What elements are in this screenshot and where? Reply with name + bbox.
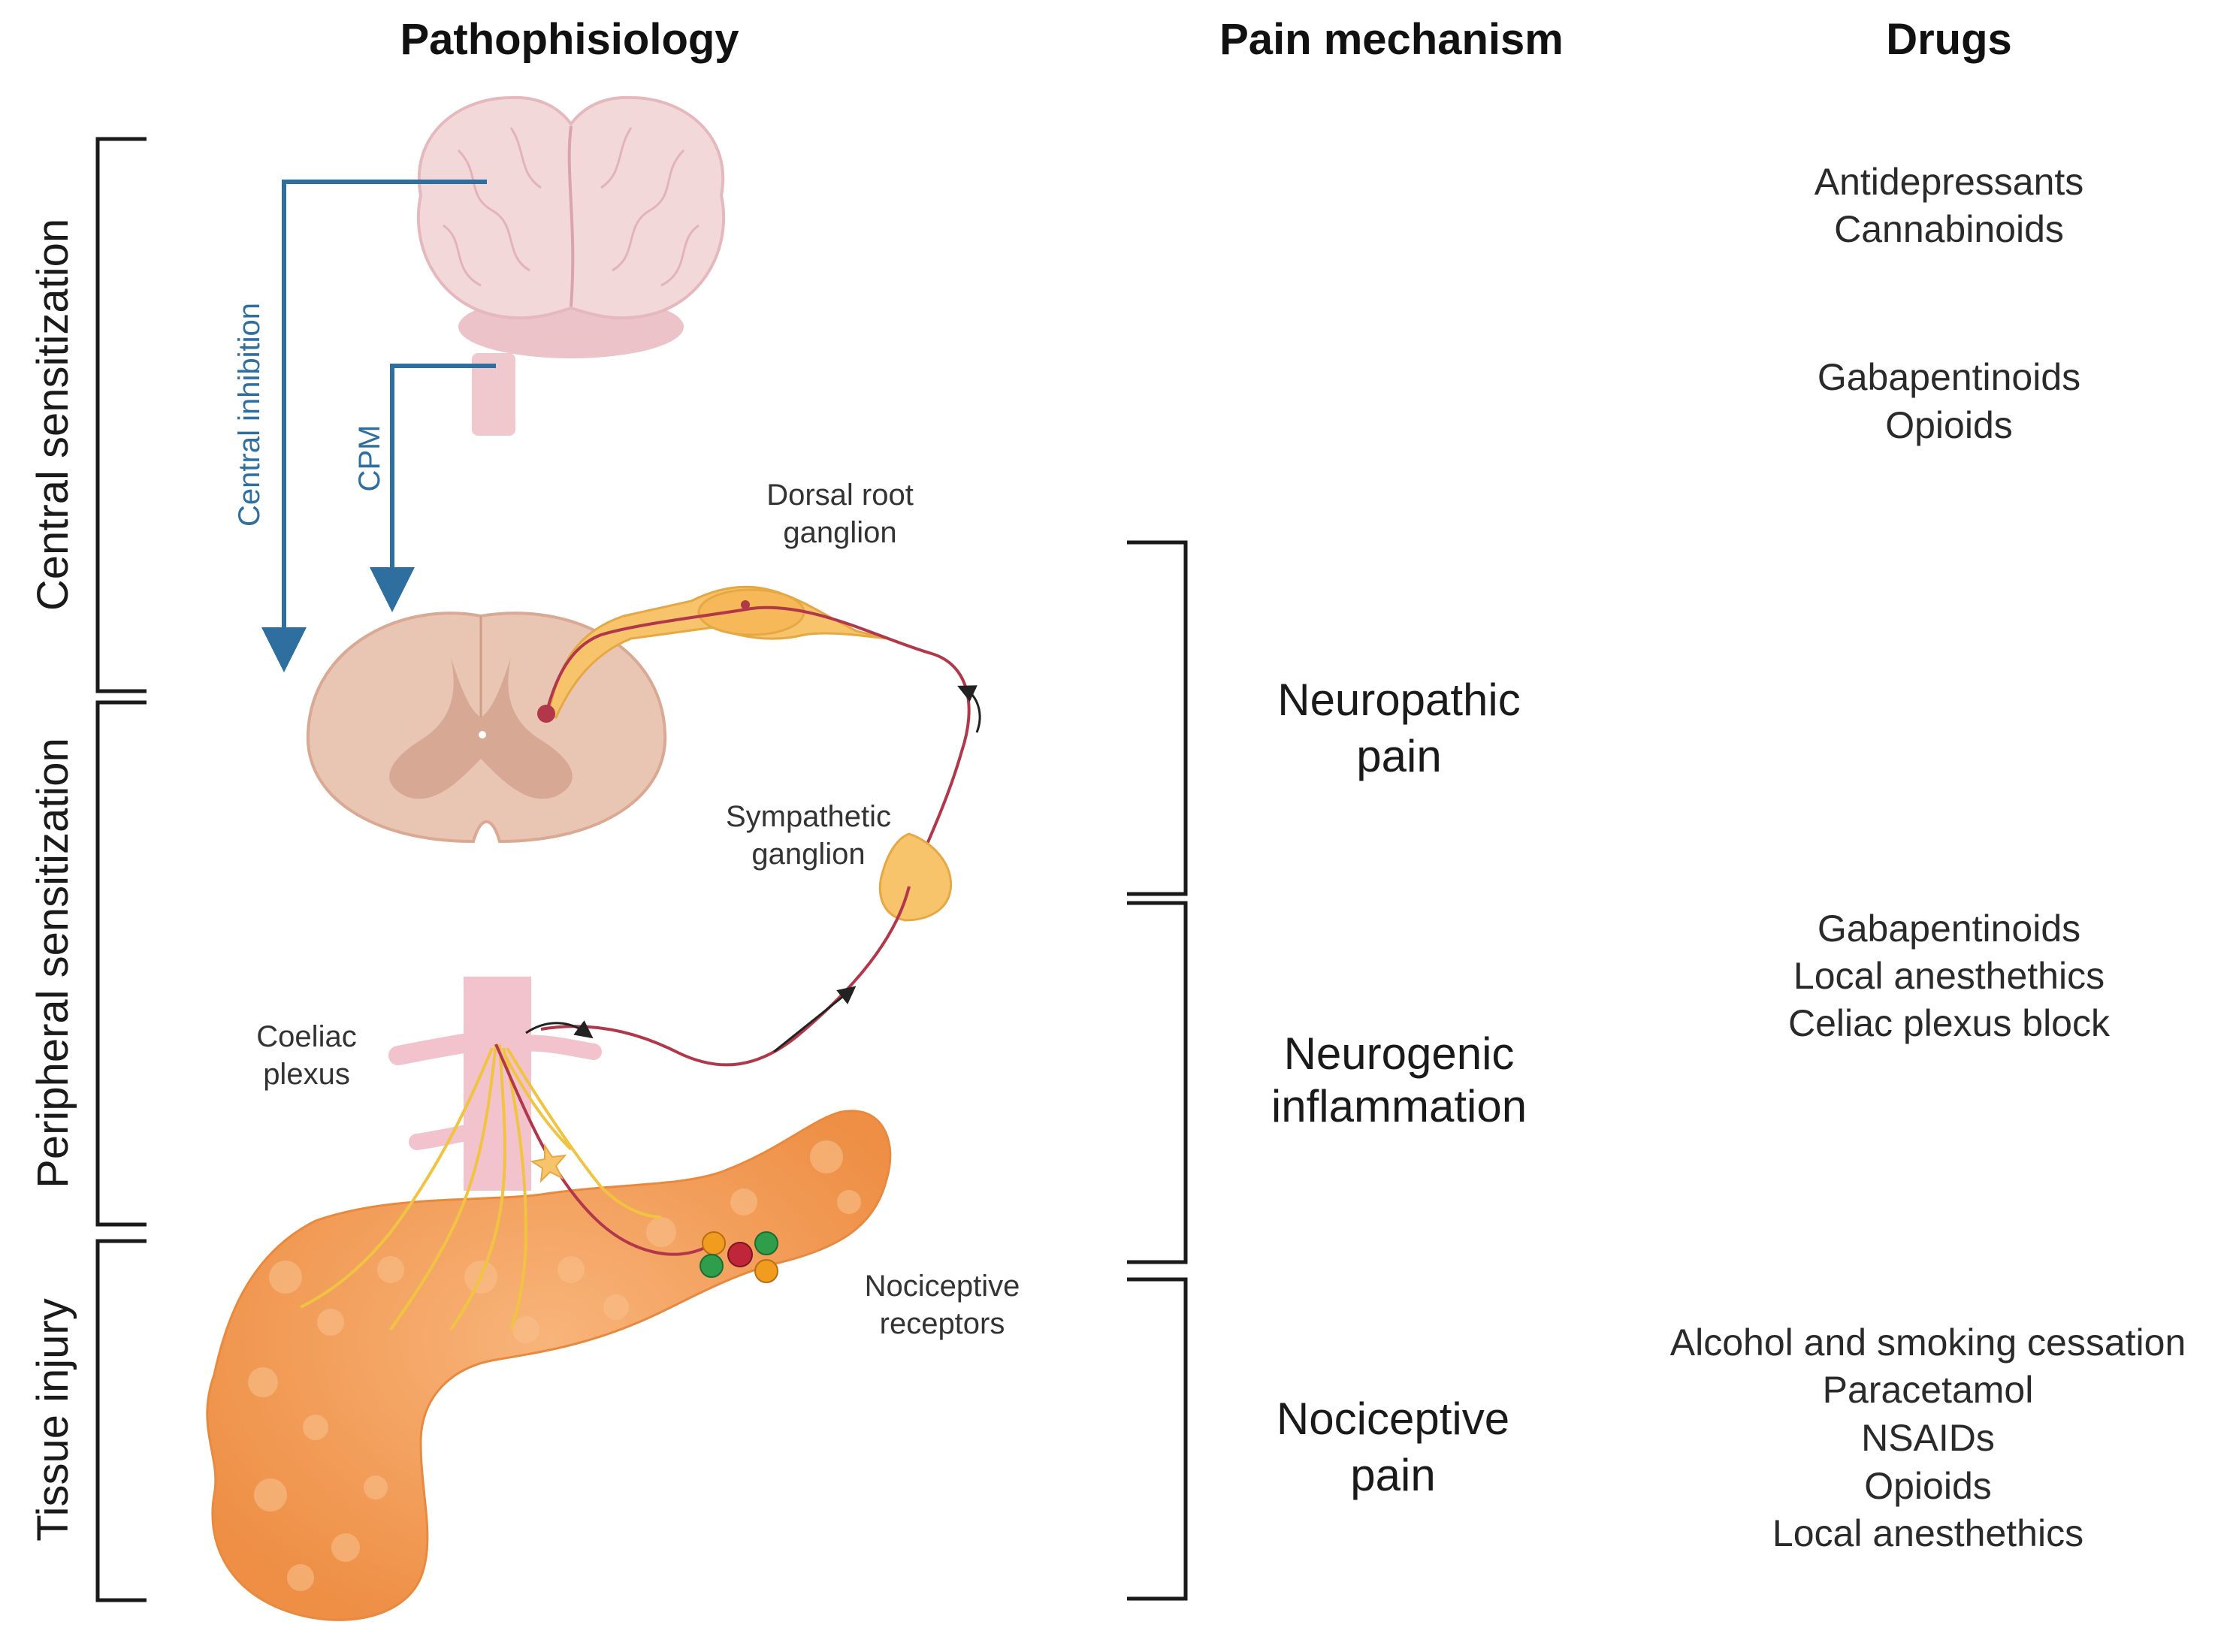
cpm-arrow [370,364,496,612]
drg-neuron-body [741,600,750,609]
nerve-direction-arrow-upper [957,685,981,733]
central-inhibition-line [261,180,487,672]
label-sympathetic: Sympathetic [726,800,891,833]
drug-nsaids: NSAIDs [1861,1417,1995,1459]
label-tissue-injury: Tissue injury [29,1298,77,1541]
bracket-nociceptive [1127,1277,1188,1601]
visceral-nerve-fibers [300,1043,662,1331]
label-receptors: receptors [880,1307,1005,1340]
aortic-branch-right [510,1034,602,1060]
receptor-green-2 [754,1231,778,1255]
pancreas-illustration [206,1043,892,1621]
label-dorsal-root: Dorsal root [766,479,914,512]
drug-celiac-plexus-block: Celiac plexus block [1788,1002,2111,1044]
label-cpm: CPM [353,425,386,492]
afferent-fiber-to-receptors [494,1043,707,1256]
label-central-sensitization: Central sensitization [29,219,77,611]
dorsal-root-ganglion-illustration [537,585,981,887]
brain-stem [472,353,515,436]
pancreas [206,1110,892,1621]
receptor-orange-2 [754,1259,778,1283]
brain-fissure [567,125,575,307]
header-pain-mechanism: Pain mechanism [1219,15,1564,64]
drug-local-anesthetics-neurogenic: Local anesthethics [1793,955,2105,997]
receptor-orange-1 [702,1231,726,1255]
header-drugs: Drugs [1886,15,2012,64]
bracket-tissue [95,1239,147,1602]
brain-gyri [443,127,700,287]
mechanism-neurogenic-line1: Neurogenic [1284,1028,1515,1079]
left-brackets [95,137,147,1602]
dorsal-root-ganglion [697,588,805,636]
aortic-branch-left [388,1031,491,1065]
pancreatic-ganglion-star [530,1143,567,1183]
label-ganglion-drg: ganglion [783,516,896,549]
drug-local-anesthetics-nociceptive: Local anesthethics [1772,1512,2083,1554]
spinal-cord-gray-matter [389,657,573,799]
mechanism-neuropathic-line1: Neuropathic [1277,675,1521,725]
plexus-direction-arrow [525,1020,594,1039]
nociceptive-receptor-cluster [700,1231,778,1283]
central-inhibition-arrow [261,180,487,672]
bracket-neuropathic [1127,540,1188,896]
sensory-nerve-upper [545,606,971,887]
cpm-line [370,364,496,612]
label-nociceptive: Nociceptive [865,1270,1020,1303]
brain-illustration [416,95,726,436]
label-central-inhibition: Central inhibition [233,303,266,527]
sympathetic-ganglion [878,832,953,922]
mechanism-neurogenic-line2: inflammation [1271,1081,1527,1131]
bracket-peripheral [95,700,147,1227]
label-plexus: plexus [263,1058,350,1091]
receptor-red [727,1242,753,1267]
label-peripheral-sensitization: Peripheral sensitization [29,738,77,1188]
drug-alcohol-smoking-cessation: Alcohol and smoking cessation [1670,1321,2186,1364]
bracket-central [95,137,147,693]
central-canal [479,731,486,738]
label-coeliac: Coeliac [256,1020,356,1053]
bracket-neurogenic [1127,901,1188,1264]
header-pathophysiology: Pathophisiology [400,15,739,64]
mechanism-neuropathic-line2: pain [1356,731,1441,781]
nerve-direction-arrow-lower [773,986,857,1053]
right-brackets [1127,540,1188,1601]
drug-antidepressants: Antidepressants [1815,161,2084,203]
sympathetic-ganglion-illustration [540,832,953,1067]
mechanism-nociceptive-line1: Nociceptive [1277,1394,1509,1444]
mechanism-nociceptive-line2: pain [1350,1450,1435,1500]
pancreas-lobules [248,1140,861,1591]
drug-gabapentinoids-central: Gabapentinoids [1818,356,2080,398]
sensory-nerve-lower [540,886,911,1067]
drug-paracetamol: Paracetamol [1823,1369,2034,1411]
drug-cannabinoids: Cannabinoids [1834,208,2064,250]
drug-opioids-nociceptive: Opioids [1864,1465,1992,1507]
coeliac-plexus-illustration [388,977,602,1191]
drug-opioids-central: Opioids [1885,404,2013,446]
receptor-green-1 [700,1254,724,1278]
label-ganglion-sympathetic: ganglion [751,838,865,871]
drug-gabapentinoids-neurogenic: Gabapentinoids [1818,908,2080,950]
